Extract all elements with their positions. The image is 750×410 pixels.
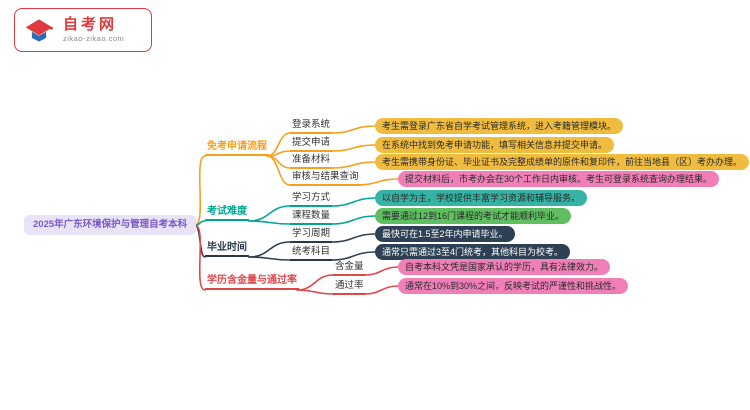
site-name: 自考网	[63, 16, 118, 33]
leaf-degree-value-detail: 自考本科文凭是国家承认的学历，具有法律效力。	[398, 259, 611, 275]
subnode-login-system: 登录系统	[290, 118, 333, 134]
connector-root-branch3	[194, 224, 206, 258]
site-logo: 自考网 zikao-zikao.com	[14, 8, 152, 52]
connector-b3-s2-leaf	[331, 251, 376, 261]
subnode-course-count: 课程数量	[290, 209, 333, 225]
connector-b3-s1	[248, 241, 291, 258]
connector-b2-s2-leaf	[331, 215, 376, 225]
mindmap-root-node: 2025年广东环境保护与管理自考本科	[24, 215, 197, 235]
connector-b3-s2	[248, 256, 291, 261]
subnode-submit-application: 提交申请	[290, 136, 333, 152]
subnode-review-result-query: 审核与结果查询	[290, 170, 361, 186]
leaf-pass-rate-detail: 通常在10%到30%之间，反映考试的严谨性和挑战性。	[398, 278, 629, 294]
connector-b1-s4	[266, 155, 291, 186]
site-logo-icon	[25, 19, 53, 42]
branch-label-exam-difficulty: 考试难度	[205, 205, 249, 221]
connector-b1-s2	[266, 150, 291, 157]
subnode-degree-value: 含金量	[333, 260, 366, 276]
leaf-prepare-materials-detail: 考生需携带身份证、毕业证书及完整成绩单的原件和复印件，前往当地县（区）考办办理。	[375, 154, 750, 170]
leaf-review-result-query-detail: 提交材料后，市考办会在30个工作日内审核。考生可登录系统查询办理结果。	[398, 171, 720, 187]
leaf-course-count-detail: 需要通过12到16门课程的考试才能顺利毕业。	[375, 208, 572, 224]
leaf-unified-exam-subjects-detail: 通常只需通过3至4门统考，其他科目为校考。	[375, 244, 571, 260]
subnode-pass-rate: 通过率	[333, 279, 366, 295]
site-url: zikao-zikao.com	[63, 34, 125, 43]
connector-b2-s2	[248, 220, 291, 225]
connector-b2-s1-leaf	[331, 197, 376, 207]
subnode-study-cycle: 学习周期	[290, 227, 333, 243]
branch-label-exemption-process: 免考申请流程	[205, 140, 269, 156]
branch-label-degree-value-pass-rate: 学历含金量与通过率	[205, 274, 299, 290]
connector-root-branch2	[194, 220, 206, 226]
connector-b2-s1	[248, 205, 291, 222]
leaf-login-system-detail: 考生需登录广东省自学考试管理系统，进入考籍管理模块。	[375, 118, 624, 134]
connector-b4-s1-leaf	[364, 266, 399, 276]
subnode-unified-exam-subjects: 统考科目	[290, 245, 333, 261]
connector-root-branch4	[194, 224, 206, 291]
leaf-study-method-detail: 以自学为主，学校提供丰富学习资源和辅导服务。	[375, 190, 588, 206]
connector-s1-leaf	[331, 125, 376, 134]
subnode-prepare-materials: 准备材料	[290, 153, 333, 169]
connector-b4-s2-leaf	[364, 285, 399, 295]
connector-b1-s1	[266, 132, 291, 157]
connector-b4-s1	[296, 274, 334, 291]
connector-root-branch1	[194, 155, 206, 226]
leaf-study-cycle-detail: 最快可在1.5至2年内申请毕业。	[375, 226, 515, 242]
connector-b3-s1-leaf	[331, 233, 376, 243]
connector-s3-leaf	[331, 161, 376, 169]
branch-label-graduation-time: 毕业时间	[205, 241, 249, 257]
connector-s2-leaf	[331, 144, 376, 152]
connector-b4-s2	[296, 289, 334, 295]
connector-s4-leaf	[356, 178, 399, 186]
leaf-submit-application-detail: 在系统中找到免考申请功能，填写相关信息并提交申请。	[375, 137, 615, 153]
subnode-study-method: 学习方式	[290, 191, 333, 207]
connector-b1-s3	[266, 155, 291, 169]
